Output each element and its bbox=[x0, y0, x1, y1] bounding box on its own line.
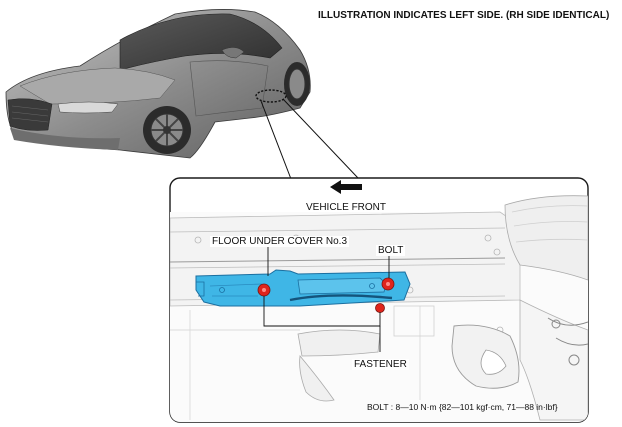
fastener-bracket-line bbox=[263, 296, 381, 327]
detail-callout bbox=[169, 177, 589, 423]
bolt-torque-spec: BOLT : 8—10 N·m {82—101 kgf·cm, 71—88 in… bbox=[367, 402, 558, 412]
fastener-label: FASTENER bbox=[352, 359, 409, 370]
illustration-note: ILLUSTRATION INDICATES LEFT SIDE. (RH SI… bbox=[318, 10, 610, 21]
fastener-marker-right bbox=[375, 303, 385, 313]
bolt-label: BOLT bbox=[376, 245, 406, 256]
fastener-marker-left bbox=[257, 283, 271, 297]
leader-line-right bbox=[282, 98, 359, 179]
leader-line-left bbox=[260, 100, 297, 193]
floor-under-cover-part bbox=[195, 269, 411, 307]
bolt-marker bbox=[381, 277, 395, 291]
detail-highlight-ellipse bbox=[255, 89, 287, 103]
floor-under-cover-label: FLOOR UNDER COVER No.3 bbox=[210, 236, 350, 247]
arrow-left-icon bbox=[330, 180, 362, 194]
vehicle-front-label: VEHICLE FRONT bbox=[306, 202, 387, 213]
vehicle-illustration bbox=[5, 9, 311, 159]
